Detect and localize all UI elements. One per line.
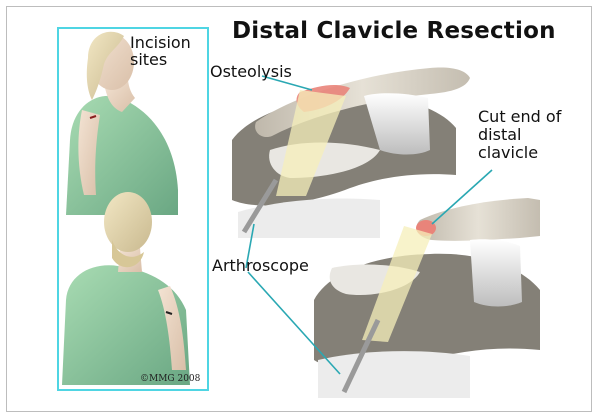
- inset-panel: [58, 28, 208, 390]
- arthroscope-label: Arthroscope: [212, 256, 309, 275]
- figure-title: Distal Clavicle Resection: [232, 18, 556, 44]
- incision-sites-label: Incision sites: [130, 34, 210, 68]
- copyright-text: ©MMG 2008: [140, 374, 200, 384]
- cut-end-label: Cut end of distal clavicle: [478, 108, 578, 162]
- shoulder-joint-before-illustration: [232, 67, 470, 238]
- osteolysis-label: Osteolysis: [210, 62, 292, 81]
